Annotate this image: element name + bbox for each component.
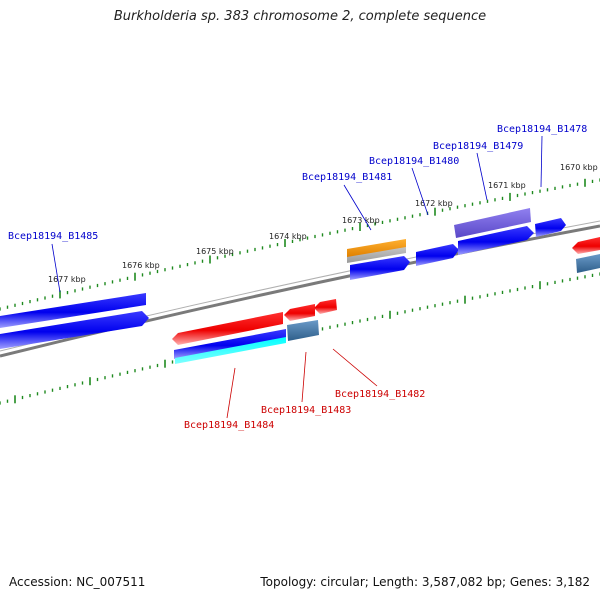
callout-line-b1481	[343, 184, 372, 231]
tick-label-1675: 1675 kbp	[196, 247, 234, 256]
gene-b1484-cyan[interactable]	[175, 337, 286, 364]
gene-edge-steel[interactable]	[576, 254, 600, 273]
tick-label-1670: 1670 kbp	[560, 163, 598, 172]
gene-label-b1485[interactable]: Bcep18194_B1485	[8, 231, 98, 242]
gene-b1485-lower[interactable]	[0, 311, 149, 349]
gene-b1481-orange[interactable]	[347, 239, 406, 257]
tick-label-1677: 1677 kbp	[48, 275, 86, 284]
gene-label-b1481[interactable]: Bcep18194_B1481	[302, 172, 392, 183]
gene-b1483[interactable]	[284, 304, 315, 321]
gene-edge-red[interactable]	[572, 237, 600, 254]
gene-b1481-gray[interactable]	[347, 246, 406, 263]
callout-line-b1484	[226, 367, 236, 419]
tick-label-1671: 1671 kbp	[488, 181, 526, 190]
gene-label-b1482[interactable]: Bcep18194_B1482	[335, 389, 425, 400]
topology-text: Topology: circular; Length: 3,587,082 bp…	[260, 575, 590, 589]
gene-label-b1483[interactable]: Bcep18194_B1483	[261, 405, 351, 416]
tick-label-1673: 1673 kbp	[342, 216, 380, 225]
page-title: Burkholderia sp. 383 chromosome 2, compl…	[113, 9, 487, 24]
gene-label-b1479[interactable]: Bcep18194_B1479	[433, 141, 523, 152]
gene-b1480[interactable]	[416, 244, 459, 266]
gene-b1483-steel[interactable]	[287, 320, 319, 341]
gene-label-b1484[interactable]: Bcep18194_B1484	[184, 420, 274, 431]
tick-label-1674: 1674 kbp	[269, 232, 307, 241]
gene-label-b1480[interactable]: Bcep18194_B1480	[369, 156, 459, 167]
gene-b1482[interactable]	[314, 299, 337, 314]
callout-line-b1483	[301, 351, 307, 403]
callout-line-b1485	[51, 243, 61, 293]
callout-line-b1478	[540, 135, 543, 188]
gene-b1478[interactable]	[535, 218, 566, 237]
gene-b1479[interactable]	[458, 226, 534, 255]
tick-label-1672: 1672 kbp	[415, 199, 453, 208]
gene-b1479-purple[interactable]	[454, 208, 531, 238]
gene-b1485-upper[interactable]	[0, 293, 146, 328]
gene-b1481[interactable]	[350, 256, 410, 280]
callout-line-b1482	[332, 348, 378, 387]
gene-label-b1478[interactable]: Bcep18194_B1478	[497, 124, 587, 135]
accession-text: Accession: NC_007511	[9, 575, 146, 589]
gene-b1484[interactable]	[172, 312, 283, 345]
tick-label-1676: 1676 kbp	[122, 261, 160, 270]
callout-line-b1479	[476, 152, 488, 201]
callout-line-b1480	[411, 167, 429, 216]
gene-b1484-blue[interactable]	[174, 329, 286, 359]
